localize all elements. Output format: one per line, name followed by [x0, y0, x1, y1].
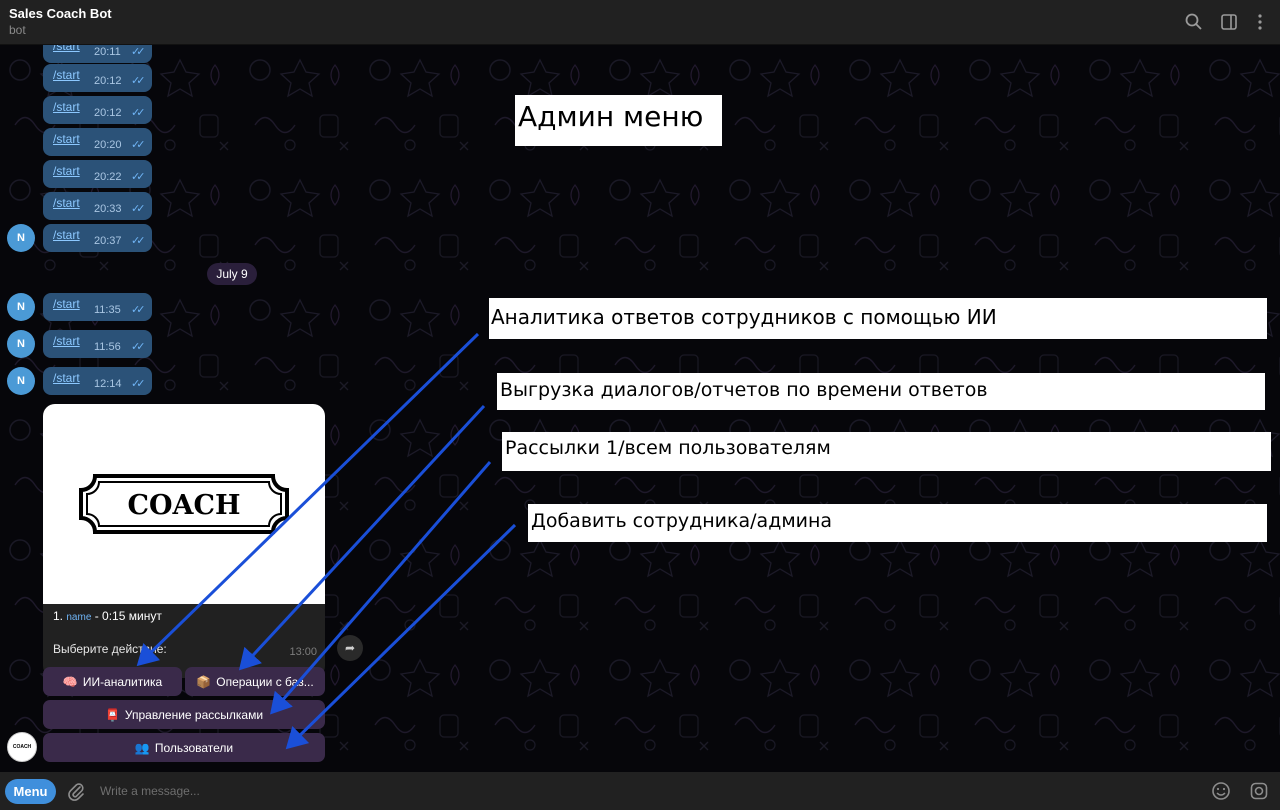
read-check-icon: ✓✓: [131, 235, 146, 247]
message-bubble[interactable]: /start 20:20 ✓✓: [43, 128, 152, 156]
command-link[interactable]: /start: [53, 334, 80, 348]
command-link[interactable]: /start: [53, 297, 80, 311]
message-time: 20:11: [94, 46, 121, 58]
users-icon: 👥: [134, 740, 150, 755]
search-icon[interactable]: [1184, 12, 1204, 32]
package-icon: 📦: [196, 674, 212, 689]
message-bubble[interactable]: /start 12:14 ✓✓: [43, 367, 152, 395]
message-input[interactable]: Write a message...: [100, 784, 200, 798]
action-prompt: Выберите действие:: [53, 642, 167, 656]
command-link[interactable]: /start: [53, 371, 80, 385]
read-check-icon: ✓✓: [131, 171, 146, 183]
paperclip-icon[interactable]: [66, 781, 86, 801]
message-time: 20:12: [94, 75, 122, 87]
message-bubble[interactable]: /start 20:12 ✓✓: [43, 64, 152, 92]
message-time: 20:37: [94, 235, 122, 247]
message-time: 12:14: [94, 378, 122, 390]
message-time: 20:22: [94, 171, 122, 183]
db-operations-button[interactable]: 📦 Операции с баз...: [185, 667, 325, 696]
annotation-add-user: Добавить сотрудника/админа: [528, 504, 1267, 542]
result-name[interactable]: name: [66, 612, 92, 623]
annotation-admin-menu: Админ меню: [515, 95, 722, 146]
read-check-icon: ✓✓: [131, 46, 146, 58]
command-link[interactable]: /start: [53, 132, 80, 146]
date-separator: July 9: [207, 263, 257, 285]
composer-bar: Menu Write a message...: [0, 772, 1280, 810]
brain-icon: 🧠: [62, 674, 78, 689]
command-link[interactable]: /start: [53, 68, 80, 82]
user-avatar[interactable]: N: [7, 224, 35, 252]
forward-button[interactable]: ➦: [337, 635, 363, 661]
message-time: 11:56: [94, 341, 121, 353]
emoji-icon[interactable]: [1211, 781, 1231, 801]
postbox-icon: 📮: [104, 707, 120, 722]
ai-analytics-label: ИИ-аналитика: [82, 674, 163, 689]
sidebar-toggle-icon[interactable]: [1219, 12, 1239, 32]
message-bubble[interactable]: /start 11:56 ✓✓: [43, 330, 152, 358]
command-link[interactable]: /start: [53, 100, 80, 114]
chat-subtitle: bot: [9, 23, 26, 37]
coach-logo-text: COACH: [128, 490, 241, 521]
users-button[interactable]: 👥 Пользователи: [43, 733, 325, 762]
message-time: 20:20: [94, 139, 122, 151]
bot-avatar[interactable]: COACH: [7, 732, 37, 762]
db-operations-label: Операции с баз...: [216, 674, 314, 689]
users-label: Пользователи: [154, 740, 234, 755]
message-time: 20:33: [94, 203, 122, 215]
annotation-export: Выгрузка диалогов/отчетов по времени отв…: [497, 373, 1265, 410]
ai-analytics-button[interactable]: 🧠 ИИ-аналитика: [43, 667, 182, 696]
message-bubble[interactable]: /start 20:33 ✓✓: [43, 192, 152, 220]
user-avatar[interactable]: N: [7, 367, 35, 395]
annotation-mailing: Рассылки 1/всем пользователям: [502, 432, 1271, 471]
command-link[interactable]: /start: [53, 164, 80, 178]
read-check-icon: ✓✓: [131, 341, 146, 353]
read-check-icon: ✓✓: [131, 203, 146, 215]
read-check-icon: ✓✓: [131, 378, 146, 390]
user-avatar[interactable]: N: [7, 293, 35, 321]
user-avatar[interactable]: N: [7, 330, 35, 358]
command-link[interactable]: /start: [53, 196, 80, 210]
command-link[interactable]: /start: [53, 45, 80, 53]
message-bubble[interactable]: /start 20:12 ✓✓: [43, 96, 152, 124]
result-rank: 1.: [53, 609, 64, 623]
more-icon[interactable]: [1250, 12, 1270, 32]
mailing-management-button[interactable]: 📮 Управление рассылками: [43, 700, 325, 729]
read-check-icon: ✓✓: [131, 75, 146, 87]
read-check-icon: ✓✓: [131, 304, 146, 316]
message-bubble[interactable]: /start 11:35 ✓✓: [43, 293, 152, 321]
mailing-management-label: Управление рассылками: [124, 707, 264, 722]
result-line: 1. name - 0:15 минут: [53, 609, 162, 623]
read-check-icon: ✓✓: [131, 139, 146, 151]
chat-area[interactable]: /start 20:11 ✓✓ /start 20:12 ✓✓ /start 2…: [0, 45, 1280, 772]
message-time: 11:35: [94, 304, 121, 316]
share-arrow-icon: ➦: [344, 641, 356, 655]
chat-title[interactable]: Sales Coach Bot: [9, 6, 112, 21]
bot-message-card[interactable]: COACH 1. name - 0:15 минут Выберите дейс…: [43, 404, 325, 678]
message-bubble[interactable]: /start 20:37 ✓✓: [43, 224, 152, 252]
menu-button[interactable]: Menu: [5, 779, 56, 804]
read-check-icon: ✓✓: [131, 107, 146, 119]
camera-icon[interactable]: [1249, 781, 1269, 801]
chat-header: Sales Coach Bot bot: [0, 0, 1280, 45]
coach-logo: COACH: [79, 474, 289, 534]
message-time: 20:12: [94, 107, 122, 119]
coach-logo-image[interactable]: COACH: [43, 404, 325, 604]
command-link[interactable]: /start: [53, 228, 80, 242]
message-time: 13:00: [289, 646, 317, 658]
result-duration: - 0:15 минут: [94, 609, 162, 623]
message-bubble[interactable]: /start 20:22 ✓✓: [43, 160, 152, 188]
message-bubble[interactable]: /start 20:11 ✓✓: [43, 45, 152, 63]
annotation-analytics: Аналитика ответов сотрудников с помощью …: [489, 298, 1267, 339]
